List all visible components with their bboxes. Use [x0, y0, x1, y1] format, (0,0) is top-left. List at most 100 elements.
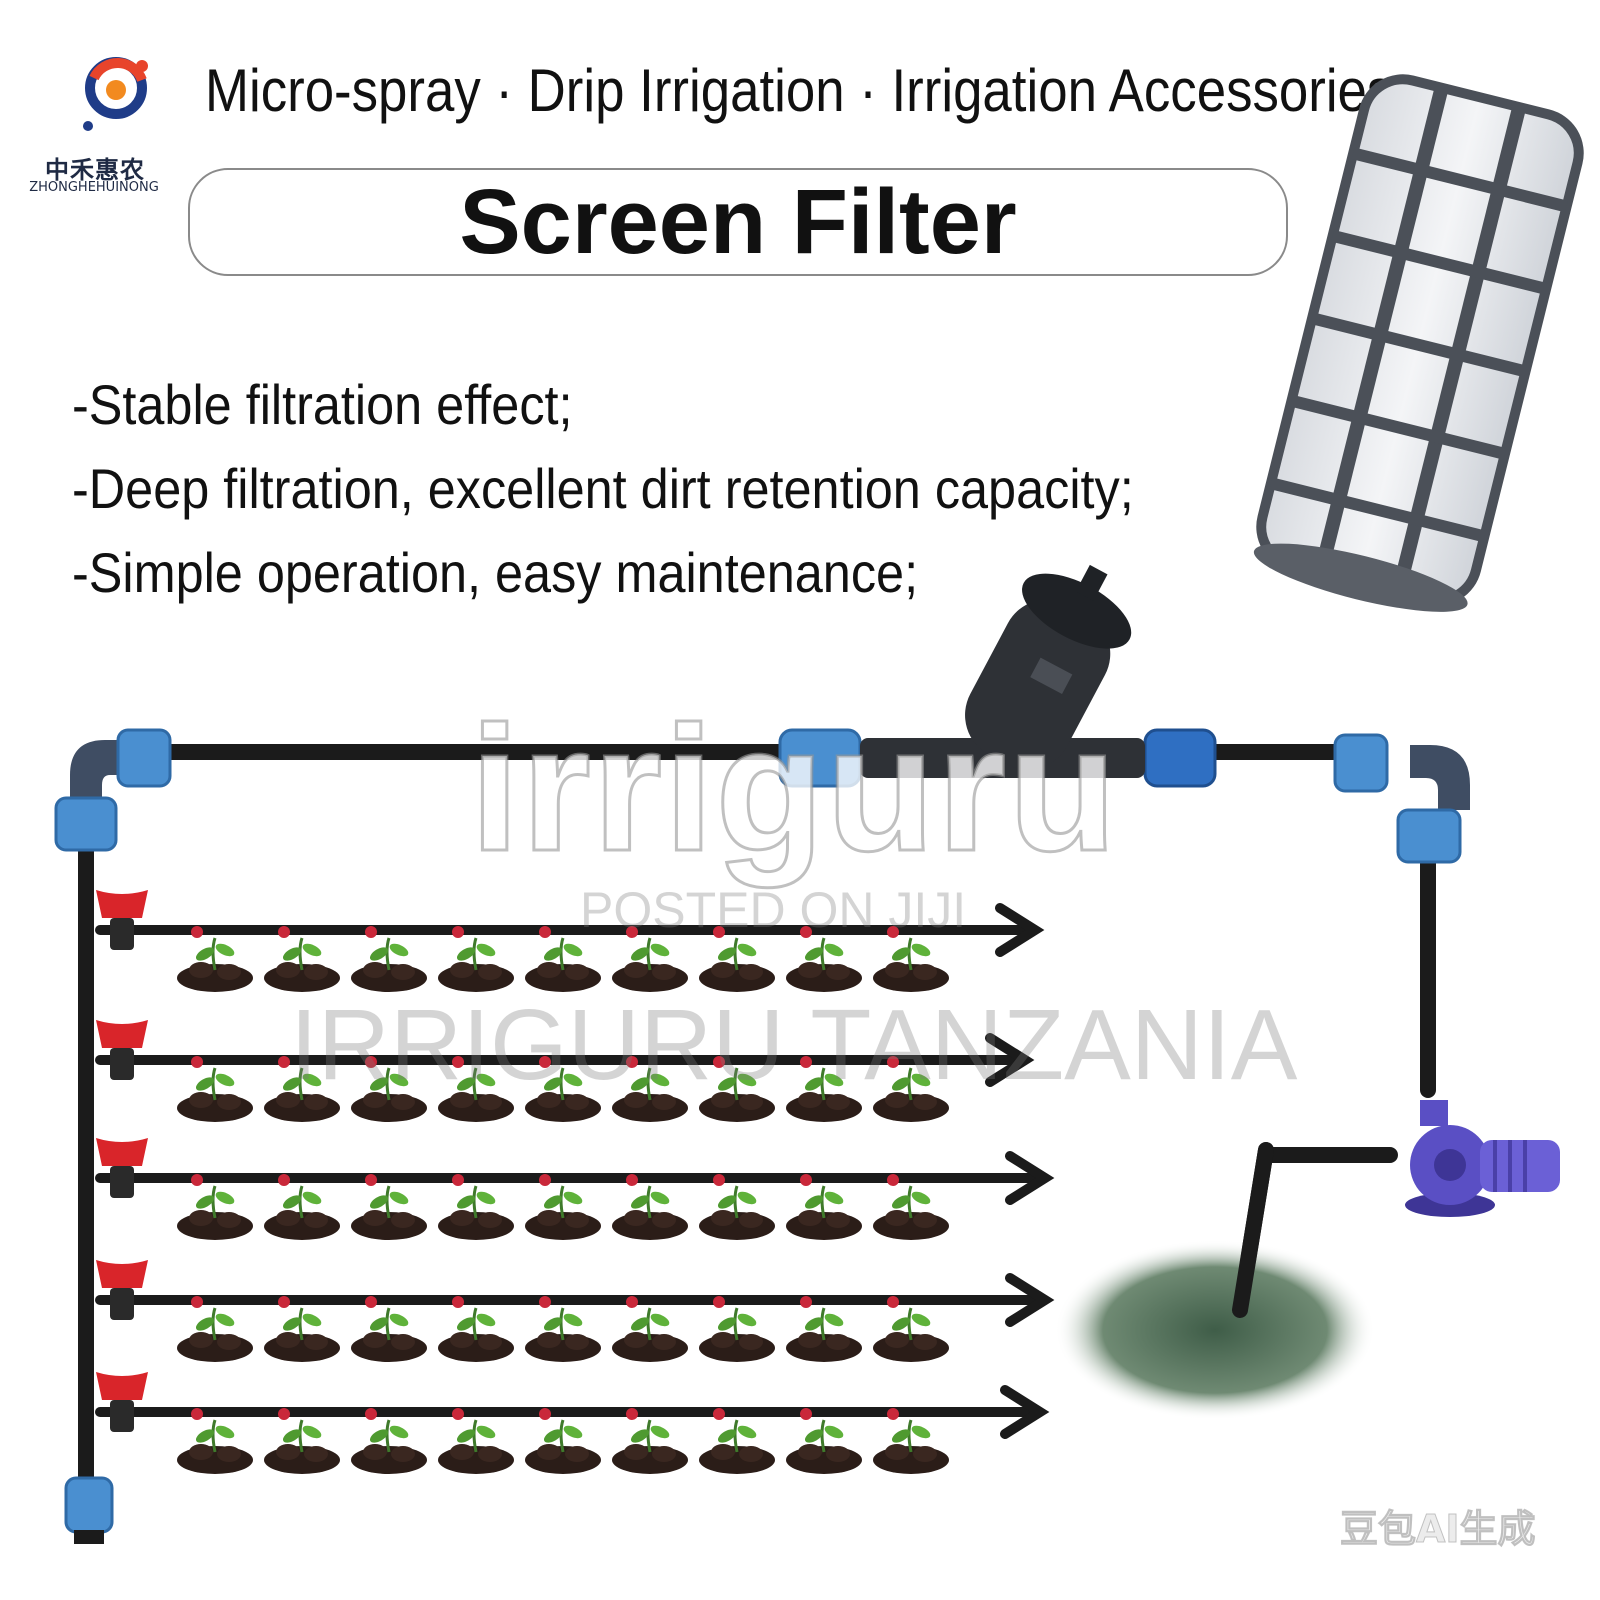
dripper	[191, 1296, 203, 1308]
disc-filter-icon	[965, 564, 1132, 770]
dripper	[887, 1296, 899, 1308]
dripper	[626, 1296, 638, 1308]
water-pump-icon	[1405, 1100, 1560, 1217]
lateral-row	[95, 1372, 1050, 1474]
watermark-brand: irriguru	[469, 689, 1119, 888]
dripper	[713, 1408, 725, 1420]
valve-icon	[96, 1372, 148, 1432]
brand-name-en: ZHONGHEHUINONG	[29, 180, 159, 195]
feature-item: -Simple operation, easy maintenance;	[72, 541, 919, 604]
seedling-icon	[264, 1408, 340, 1474]
dripper	[539, 1408, 551, 1420]
title-frame	[188, 168, 1288, 276]
seedling-icon	[438, 1408, 514, 1474]
watermark-company: IRRIGURU TANZANIA	[290, 989, 1298, 1101]
feature-item: -Deep filtration, excellent dirt retenti…	[72, 457, 1134, 520]
dripper	[365, 1174, 377, 1186]
seedling-icon	[699, 1056, 775, 1122]
seedling-icon	[699, 1296, 775, 1362]
seedling-icon	[351, 1296, 427, 1362]
dripper	[800, 1296, 812, 1308]
seedling-icon	[873, 1408, 949, 1474]
dripper	[452, 1174, 464, 1186]
dripper	[365, 1296, 377, 1308]
lateral-row	[95, 1138, 1055, 1240]
seedling-icon	[612, 926, 688, 992]
dripper	[626, 1174, 638, 1186]
dripper	[278, 926, 290, 938]
seedling-icon	[786, 1408, 862, 1474]
pipe-fittings	[54, 728, 1470, 1544]
seedling-icon	[612, 1296, 688, 1362]
seedling-icon	[612, 1174, 688, 1240]
lateral-end	[985, 1033, 1035, 1087]
seedling-icon	[525, 1174, 601, 1240]
seedling-icon	[177, 1056, 253, 1122]
seedling-icon	[525, 1296, 601, 1362]
screen-filter-cartridge-icon	[1253, 74, 1584, 612]
seedling-icon	[873, 926, 949, 992]
dripper	[191, 1056, 203, 1068]
seedling-icon	[699, 1408, 775, 1474]
water-source	[1055, 1240, 1375, 1420]
valve-icon	[96, 1020, 148, 1080]
seedling-icon	[786, 1174, 862, 1240]
brand-name-cn: 中禾惠农	[45, 156, 145, 184]
dripper	[191, 926, 203, 938]
dripper	[539, 1174, 551, 1186]
dripper	[452, 1296, 464, 1308]
tagline: Micro-spray · Drip Irrigation · Irrigati…	[205, 57, 1394, 124]
drip-lateral-lines	[95, 890, 1055, 1474]
dripper	[800, 1408, 812, 1420]
valve-icon	[96, 890, 148, 950]
seedling-icon	[177, 926, 253, 992]
seedling-icon	[873, 1056, 949, 1122]
seedling-icon	[873, 1296, 949, 1362]
seedling-icon	[612, 1408, 688, 1474]
seedling-icon	[177, 1296, 253, 1362]
seedling-icon	[177, 1408, 253, 1474]
seedling-icon	[438, 1174, 514, 1240]
dripper	[626, 1408, 638, 1420]
ai-generated-label: 豆包AI生成	[1340, 1507, 1537, 1551]
dripper	[278, 1056, 290, 1068]
seedling-icon	[351, 926, 427, 992]
seedling-icon	[699, 1174, 775, 1240]
seedling-icon	[264, 1174, 340, 1240]
lateral-row	[95, 1260, 1055, 1362]
dripper	[278, 1296, 290, 1308]
brand-logo-icon	[83, 57, 148, 131]
dripper	[452, 1408, 464, 1420]
dripper	[365, 1408, 377, 1420]
dripper	[800, 1056, 812, 1068]
dripper	[539, 1296, 551, 1308]
seedling-icon	[786, 1296, 862, 1362]
lateral-row	[95, 1020, 1035, 1122]
feature-item: -Stable filtration effect;	[72, 373, 573, 436]
dripper	[278, 1408, 290, 1420]
seedling-icon	[786, 1056, 862, 1122]
dripper	[800, 926, 812, 938]
dripper	[278, 1174, 290, 1186]
dripper	[713, 1056, 725, 1068]
valve-icon	[96, 1138, 148, 1198]
lateral-end	[1005, 1273, 1055, 1327]
seedling-icon	[438, 1056, 514, 1122]
dripper	[452, 1056, 464, 1068]
dripper	[713, 1296, 725, 1308]
dripper	[626, 926, 638, 938]
valve-icon	[96, 1260, 148, 1320]
seedling-icon	[786, 926, 862, 992]
dripper	[191, 1174, 203, 1186]
seedling-icon	[351, 1174, 427, 1240]
dripper	[713, 1174, 725, 1186]
dripper	[800, 1174, 812, 1186]
seedling-icon	[351, 1056, 427, 1122]
seedling-icon	[351, 1408, 427, 1474]
seedling-icon	[264, 926, 340, 992]
dripper	[539, 1056, 551, 1068]
seedling-icon	[264, 1056, 340, 1122]
dripper	[626, 1056, 638, 1068]
seedling-icon	[525, 926, 601, 992]
